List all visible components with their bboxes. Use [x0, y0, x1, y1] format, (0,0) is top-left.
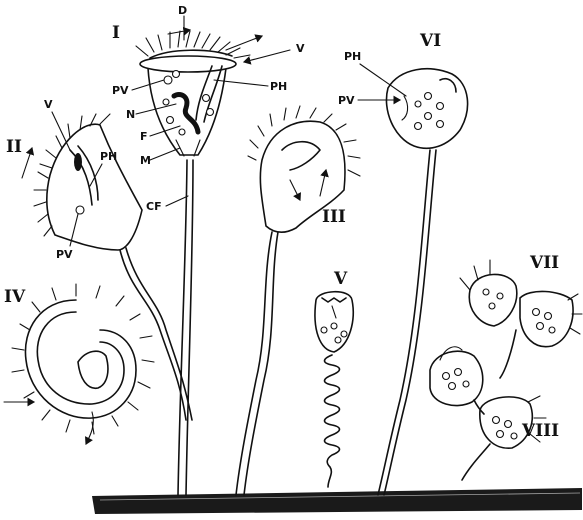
label-figure-II: II [6, 137, 22, 157]
label-F: F [140, 130, 148, 143]
figure-VI-closed-zooid [378, 69, 468, 495]
label-figure-VI: VI [419, 31, 441, 51]
label-V-figure-I: V [296, 42, 305, 55]
label-figure-VIII: VIII [521, 421, 559, 441]
label-V-figure-II: V [44, 98, 53, 111]
substrate-base [92, 488, 582, 514]
label-PH-figure-I: PH [270, 80, 287, 93]
label-D: D [178, 4, 187, 17]
figure-VIII-budding-zooids [430, 347, 546, 480]
label-PV-figure-I: PV [112, 84, 129, 97]
figure-IV-coiled-zooid [4, 284, 154, 444]
label-PV-figure-II: PV [56, 248, 73, 261]
label-figure-IV: IV [4, 287, 26, 307]
label-PH-figure-II: PH [100, 150, 117, 163]
label-N: N [126, 108, 135, 121]
label-figure-I: I [112, 23, 120, 43]
figure-V-contracted-zooid [315, 292, 353, 487]
label-figure-V: V [333, 269, 348, 289]
label-figure-III: III [322, 207, 346, 227]
label-PV-figure-VI: PV [338, 94, 355, 107]
label-CF: CF [146, 200, 162, 213]
label-M: M [140, 154, 151, 167]
label-figure-VII: VII [529, 253, 559, 273]
label-PH-figure-VI: PH [344, 50, 361, 63]
figure-VII-division-zooids [460, 260, 582, 378]
